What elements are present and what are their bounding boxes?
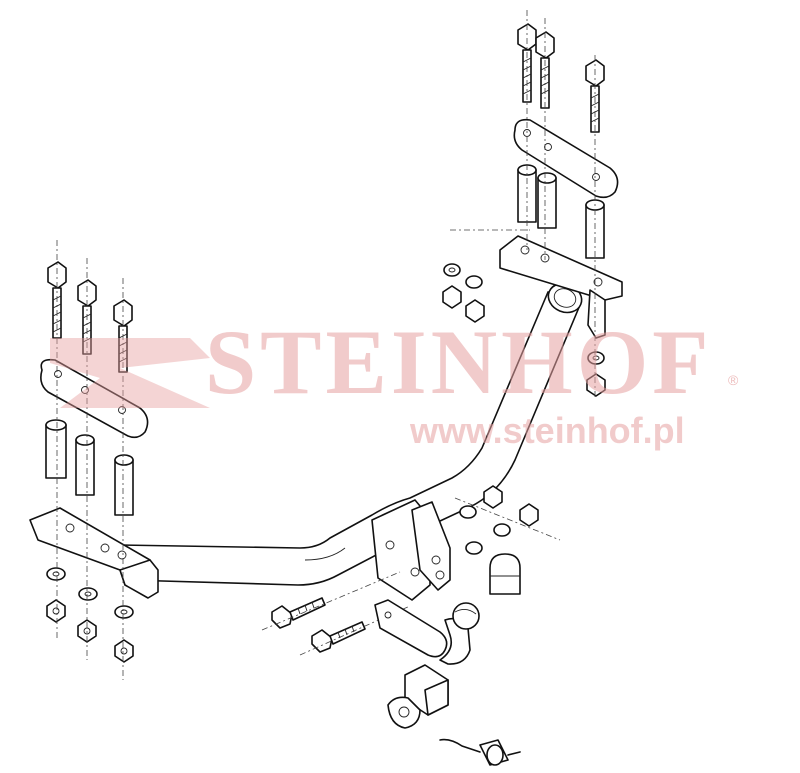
- electrical-socket: [387, 664, 449, 729]
- left-bolts: [47, 261, 133, 373]
- center-mount-plates: [371, 499, 451, 601]
- right-fasteners: [442, 263, 606, 397]
- cross-beam: [119, 282, 583, 586]
- right-axis-lines: [450, 10, 596, 400]
- left-spacers: [45, 419, 134, 516]
- wiring-harness: [439, 738, 521, 766]
- left-bracket: [29, 507, 159, 599]
- left-fasteners: [46, 567, 134, 663]
- socket-cap: [489, 553, 521, 595]
- right-bolts: [517, 23, 605, 133]
- right-spacers: [517, 164, 605, 259]
- left-plate: [40, 358, 149, 439]
- mount-screws: [261, 571, 411, 656]
- left-axis-lines: [56, 240, 124, 680]
- center-fasteners: [454, 485, 561, 555]
- tow-ball-neck: [374, 599, 480, 665]
- right-bracket: [499, 235, 623, 339]
